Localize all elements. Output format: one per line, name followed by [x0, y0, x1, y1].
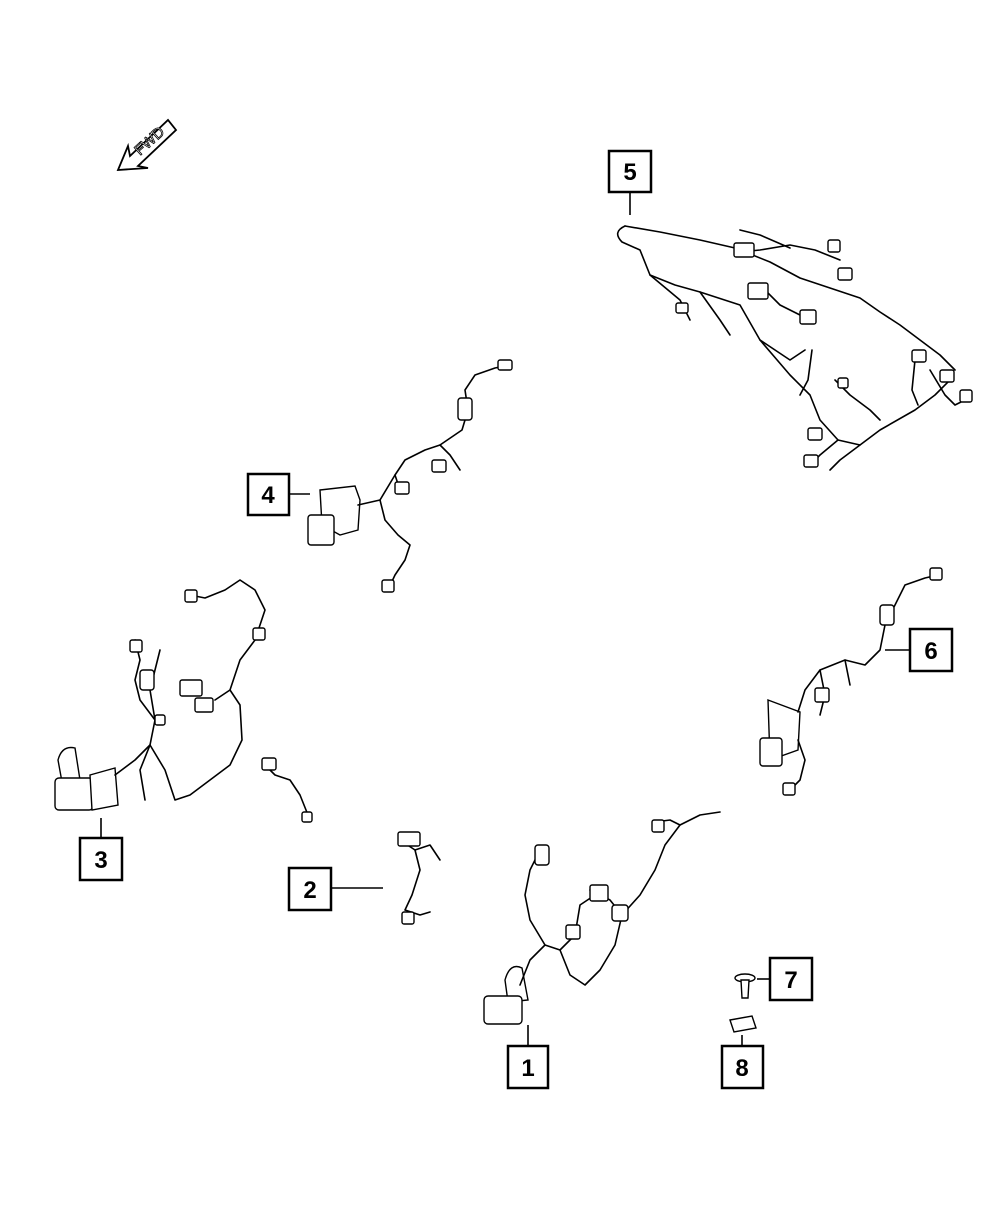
callout-5: 5: [607, 149, 653, 194]
callout-6-label: 6: [924, 638, 937, 665]
callout-4: 4: [246, 472, 291, 517]
callout-8-label: 8: [735, 1055, 748, 1082]
callout-leaders: [100, 192, 910, 1046]
callout-1: 1: [506, 1044, 550, 1090]
callout-3-label: 3: [94, 847, 107, 874]
push-pin-fastener-7: [734, 973, 756, 999]
wiring-harness-1: [483, 811, 721, 1025]
callout-7-label: 7: [784, 967, 797, 994]
retainer-clip-8: [729, 1015, 757, 1033]
callout-5-label: 5: [623, 159, 636, 186]
wiring-harness-2: [261, 757, 313, 823]
wiring-harness-5: [616, 225, 973, 471]
forward-arrow-icon: FWD: [116, 118, 178, 171]
wiring-harness-3: [54, 579, 266, 811]
callout-2: 2: [287, 866, 333, 912]
callout-1-label: 1: [521, 1055, 534, 1082]
wiring-harness-4: [307, 359, 513, 593]
callout-3: 3: [78, 836, 124, 882]
wiring-harness-2-jumper: [397, 831, 441, 925]
wiring-harness-6: [759, 567, 943, 796]
callout-8: 8: [720, 1044, 765, 1090]
callout-4-label: 4: [261, 482, 275, 509]
callout-2-label: 2: [303, 877, 316, 904]
callout-7: 7: [768, 956, 814, 1002]
callout-6: 6: [908, 627, 954, 673]
